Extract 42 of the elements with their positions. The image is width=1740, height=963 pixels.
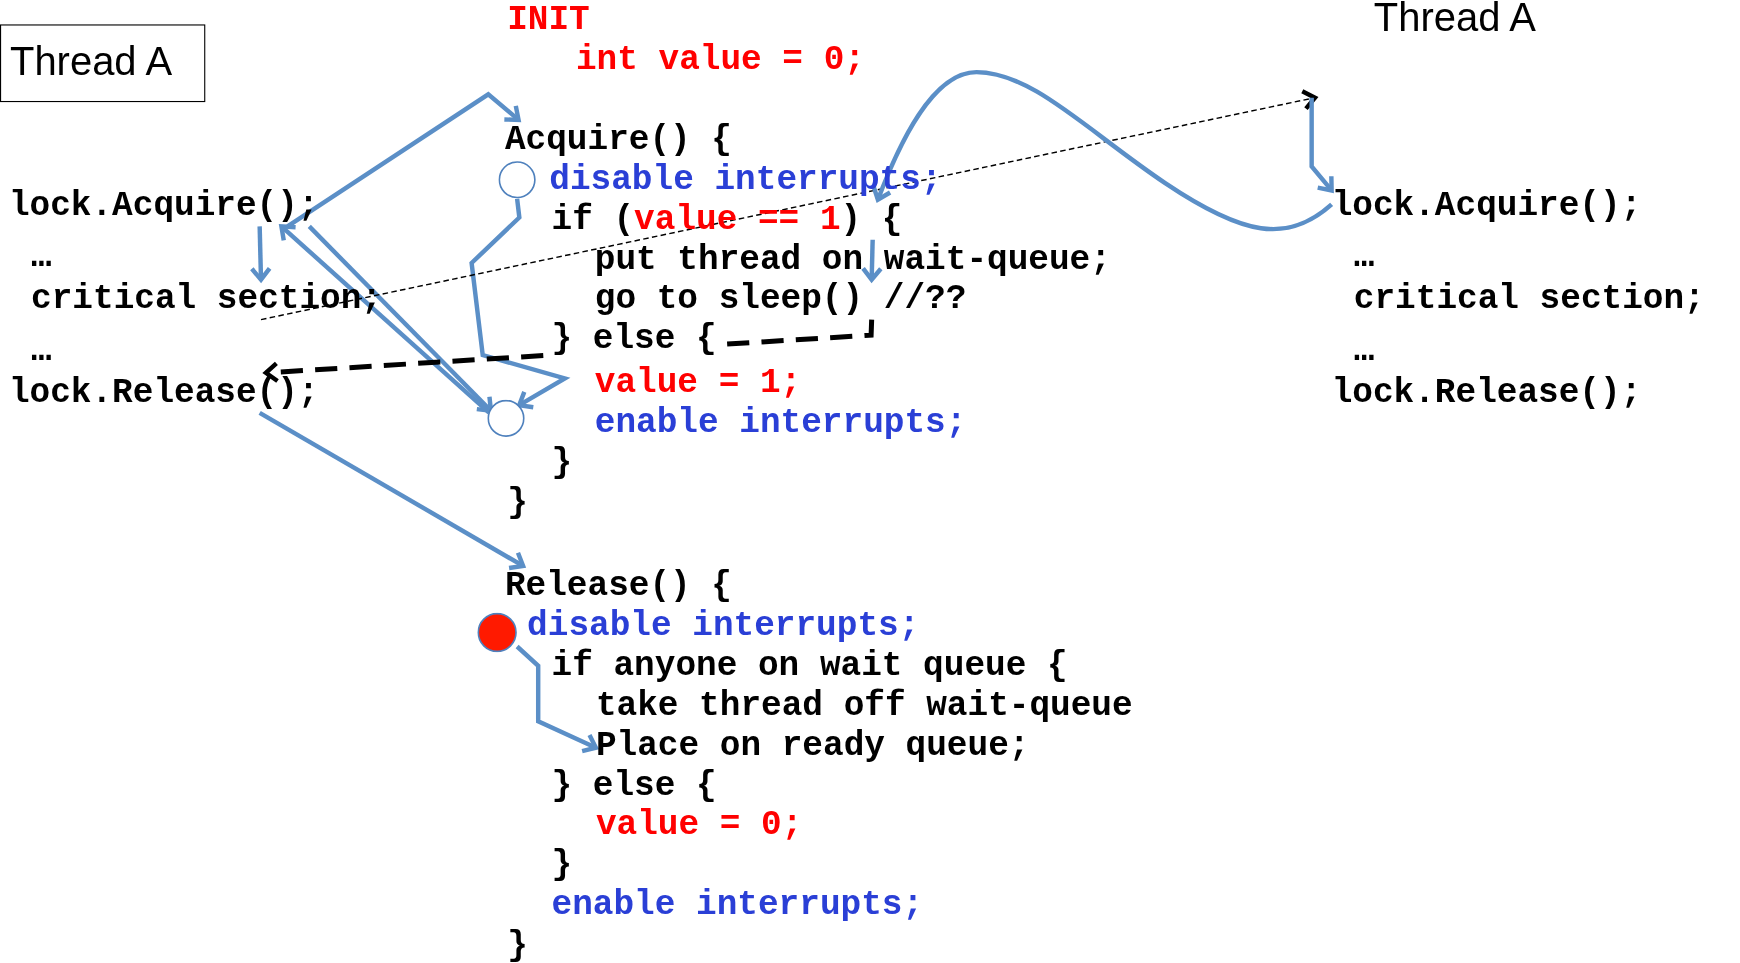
code-line: enable interrupts;	[594, 402, 967, 443]
thread-title: Thread A	[1373, 0, 1536, 42]
code-line: lock.Release();	[1331, 372, 1642, 413]
code-line: }	[551, 845, 573, 886]
code-line: …	[1353, 237, 1375, 278]
code-line: …	[1353, 330, 1375, 371]
code-line: …	[31, 330, 52, 371]
arrow	[469, 198, 571, 410]
code-line: int value = 0;	[575, 39, 865, 80]
arrow	[258, 410, 526, 571]
thread-title-box: Thread A	[0, 24, 206, 103]
code-line: value = 0;	[595, 805, 803, 846]
code-line: if (value == 1) {	[551, 199, 903, 240]
code-line: Acquire() {	[504, 119, 732, 160]
code-line: lock.Acquire();	[1331, 186, 1642, 227]
arrow	[249, 226, 272, 282]
code-line: …	[31, 237, 52, 278]
step-marker-circle	[498, 160, 536, 199]
code-line: Release() {	[504, 565, 732, 606]
code-line: put thread on wait-queue;	[594, 239, 1111, 280]
arrow	[260, 89, 1318, 321]
arrow	[871, 69, 1333, 232]
code-line: } else {	[551, 765, 717, 806]
code-line: take thread off wait-queue	[595, 685, 1133, 726]
code-line: disable interrupts;	[527, 605, 920, 646]
breakpoint-dot	[477, 612, 518, 653]
code-line: lock.Release();	[8, 372, 319, 413]
arrow	[515, 644, 599, 754]
code-line: critical section;	[1353, 279, 1705, 320]
code-line: value = 1;	[594, 362, 802, 403]
arrow	[860, 239, 884, 282]
arrow	[1309, 97, 1334, 193]
code-line: Place on ready queue;	[595, 725, 1030, 766]
code-line: go to sleep() //??	[594, 279, 967, 320]
code-line: }	[551, 442, 573, 483]
code-line: enable interrupts;	[551, 885, 924, 926]
code-line: INIT	[507, 0, 590, 40]
code-line: lock.Acquire();	[8, 186, 319, 227]
step-marker-circle	[487, 399, 525, 438]
code-line: }	[507, 926, 528, 963]
code-line: }	[507, 482, 528, 523]
code-line: if anyone on wait queue {	[551, 645, 1068, 686]
